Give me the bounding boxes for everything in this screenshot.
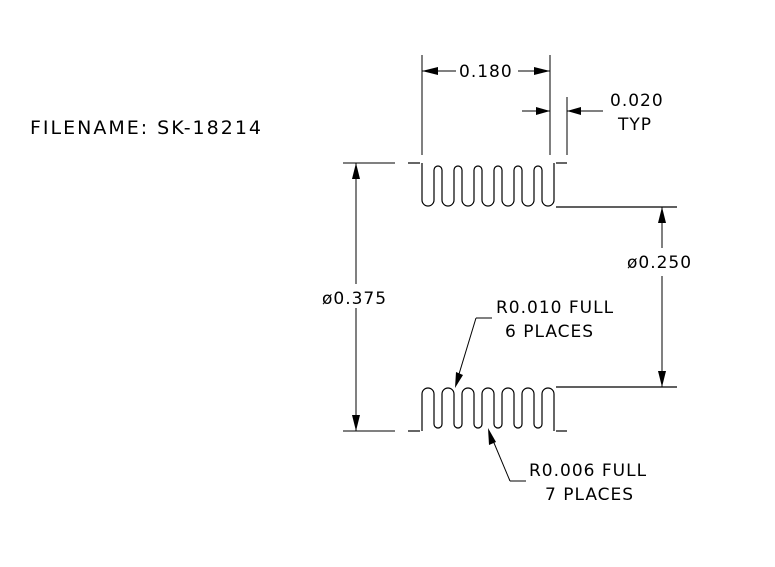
- inner-radius-callout-line2: 7 PLACES: [545, 485, 634, 505]
- pitch-dimension: 0.180: [421, 55, 551, 155]
- filename-label: FILENAME: SK-18214: [30, 117, 263, 139]
- thickness-typ-note: TYP: [617, 115, 652, 135]
- thickness-dimension: 0.020 TYP: [522, 91, 664, 155]
- bottom-corrugation-profile: [408, 386, 677, 432]
- inner-radius-callout-line1: R0.006 FULL: [529, 461, 647, 481]
- inner-diameter-value: ø0.250: [627, 253, 692, 273]
- outer-diameter-value: ø0.375: [322, 289, 387, 309]
- inner-radius-callout: R0.006 FULL 7 PLACES: [488, 428, 647, 505]
- outer-radius-callout: R0.010 FULL 6 PLACES: [455, 298, 614, 388]
- outer-radius-callout-line2: 6 PLACES: [505, 322, 594, 342]
- outer-diameter-dimension: ø0.375: [322, 162, 395, 432]
- thickness-value: 0.020: [610, 91, 664, 111]
- top-corrugation-profile: [408, 162, 677, 208]
- inner-diameter-dimension: ø0.250: [627, 207, 692, 387]
- pitch-dimension-value: 0.180: [459, 62, 513, 82]
- outer-radius-callout-line1: R0.010 FULL: [496, 298, 614, 318]
